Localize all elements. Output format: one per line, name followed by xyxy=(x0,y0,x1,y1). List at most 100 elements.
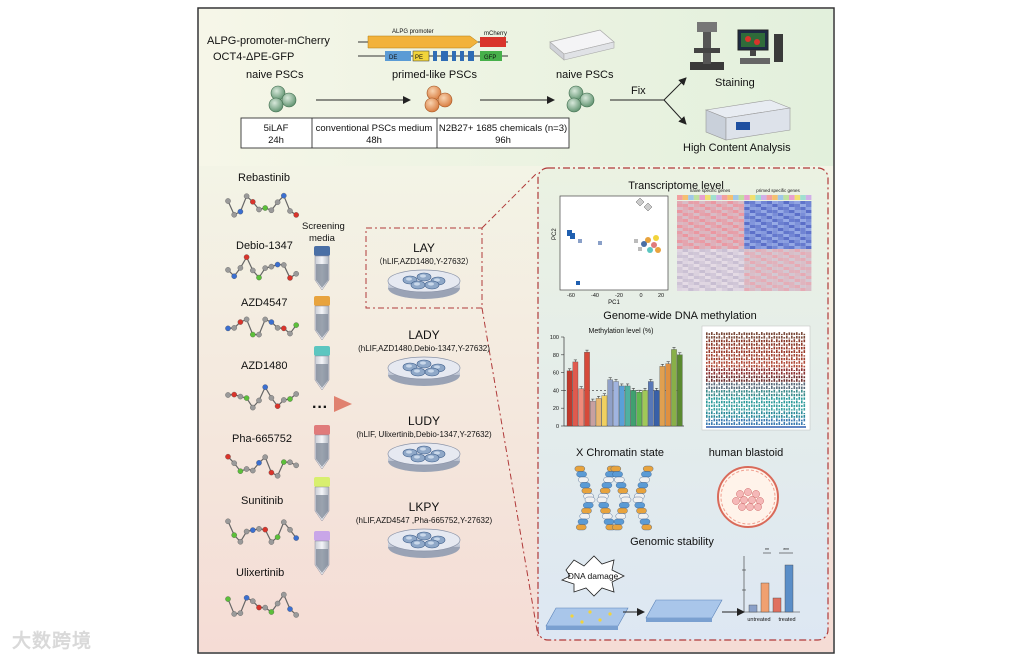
plasmid-pe-label: PE xyxy=(415,55,423,61)
naive-cells-2 xyxy=(566,85,595,113)
methylation-bar xyxy=(601,395,608,427)
media-desc-1: （hLIF,AZD1480,Y-27632） xyxy=(375,257,474,266)
dish-3 xyxy=(387,442,461,472)
fix-label: Fix xyxy=(631,85,646,97)
zoom-line-top xyxy=(481,171,539,229)
methylation-bar xyxy=(566,370,573,427)
methylation-bar xyxy=(572,361,579,427)
hca-label: High Content Analysis xyxy=(683,142,791,154)
methylation-bar xyxy=(595,398,602,427)
cond3-time: 96h xyxy=(495,135,511,146)
methylation-bar xyxy=(677,354,683,427)
well-plate xyxy=(549,29,615,61)
cond1-medium: 5iLAF xyxy=(264,123,289,134)
methylation-bar xyxy=(630,390,637,427)
compound-name-6: Sunitinib xyxy=(241,495,283,507)
molecule-3 xyxy=(225,316,299,338)
methylation-ylabel: Methylation level (%) xyxy=(589,328,654,335)
pca-tick-3: -20 xyxy=(615,293,623,299)
methylation-bar xyxy=(590,400,596,427)
cond3-medium: N2B27+ 1685 chemicals (n=3) xyxy=(439,123,567,134)
dna-damage-label: DNA damage xyxy=(568,571,619,581)
tube-5 xyxy=(314,477,330,522)
methylation-bar xyxy=(665,363,671,427)
cond2-time: 48h xyxy=(366,135,382,146)
pca-ylabel: PC2 xyxy=(552,228,558,240)
arrow-to-hca xyxy=(663,99,687,125)
blastoid-title: human blastoid xyxy=(709,447,784,459)
methylation-bar xyxy=(648,381,654,427)
de-box xyxy=(385,51,411,61)
molecule-1 xyxy=(225,192,299,218)
methylation-bar xyxy=(636,392,642,427)
significance-1: ** xyxy=(765,548,769,554)
xchrom-title: X Chromatin state xyxy=(576,447,664,459)
molecule-6 xyxy=(225,518,299,545)
heatmap-primed-label: primed specific genes xyxy=(756,188,800,193)
media-name-1: LAY xyxy=(413,241,435,255)
methylation-bar xyxy=(619,385,625,427)
construct-oct4: OCT4-ΔPE-GFP xyxy=(213,51,294,63)
staining-label: Staining xyxy=(715,77,755,89)
compound-name-1: Rebastinib xyxy=(238,172,290,184)
conditions-table: 5iLAF 24h conventional PSCs medium 48h N… xyxy=(240,117,570,149)
treated-label: treated xyxy=(778,617,795,623)
lay-highlight-box xyxy=(365,227,483,309)
media-name-3: LUDY xyxy=(408,414,440,428)
dish-4 xyxy=(387,528,461,558)
methylation-bar xyxy=(624,385,631,427)
construct-alpg: ALPG-promoter-mCherry xyxy=(207,35,330,47)
pca-tick-4: 0 xyxy=(639,293,642,299)
molecule-structures xyxy=(225,192,299,618)
slide-after xyxy=(645,599,723,622)
meth-tick-label: 40 xyxy=(553,388,559,394)
cond2-medium: conventional PSCs medium xyxy=(316,123,433,134)
methylation-title: Genome-wide DNA methylation xyxy=(603,310,756,322)
pca-tick-1: -60 xyxy=(567,293,575,299)
stage-primed: primed-like PSCs xyxy=(392,69,477,81)
x-chromosome-icon xyxy=(574,465,654,531)
dish-1 xyxy=(387,269,461,299)
methylation-bar xyxy=(642,390,648,427)
untreated-label: untreated xyxy=(747,617,770,623)
plasmid-mcherry-label: mCherry xyxy=(484,31,507,37)
methylation-bar xyxy=(584,351,590,427)
transcriptome-title: Transcriptome level xyxy=(628,180,724,192)
screening-label-line1: Screening xyxy=(302,221,345,232)
microscope-icon xyxy=(690,22,783,70)
meth-tick-label: 60 xyxy=(553,371,559,377)
screening-label-line2: media xyxy=(309,233,336,244)
methylation-bar xyxy=(671,349,677,427)
methylation-genome-track xyxy=(701,325,811,431)
mcherry-box xyxy=(480,37,506,47)
chromosome xyxy=(574,465,618,531)
dish-2 xyxy=(387,356,461,386)
meth-tick-label: 100 xyxy=(550,335,559,341)
slide-before xyxy=(545,607,629,630)
stage-naive-1: naive PSCs xyxy=(246,69,304,81)
cond1-time: 24h xyxy=(268,135,284,146)
media-name-2: LADY xyxy=(408,328,439,342)
pca-xlabel: PC1 xyxy=(608,300,620,306)
alpg-promoter-arrow xyxy=(367,35,479,49)
culture-dishes xyxy=(387,269,461,558)
arrow-to-staining xyxy=(663,77,687,101)
meth-tick-label: 20 xyxy=(553,406,559,412)
molecule-7 xyxy=(225,591,299,618)
tube-2 xyxy=(314,296,330,341)
pca-tick-5: 20 xyxy=(658,293,664,299)
media-name-4: LKPY xyxy=(409,500,440,514)
blastoid-icon xyxy=(717,466,779,528)
chromosome xyxy=(610,465,654,531)
media-desc-3: (hLIF, Ulixertinib,Debio-1347,Y-27632) xyxy=(356,430,492,439)
methylation-bar xyxy=(613,381,619,427)
heatmap-naive-label: naive specific genes xyxy=(690,188,731,193)
expression-heatmap: naive specific genes primed specific gen… xyxy=(677,188,812,291)
methylation-bar xyxy=(659,366,666,427)
molecule-4 xyxy=(225,384,299,411)
media-desc-2: (hLIF,AZD1480,Debio-1347,Y-27632) xyxy=(358,344,490,353)
compound-name-4: AZD1480 xyxy=(241,360,287,372)
compound-name-5: Pha-665752 xyxy=(232,433,292,445)
